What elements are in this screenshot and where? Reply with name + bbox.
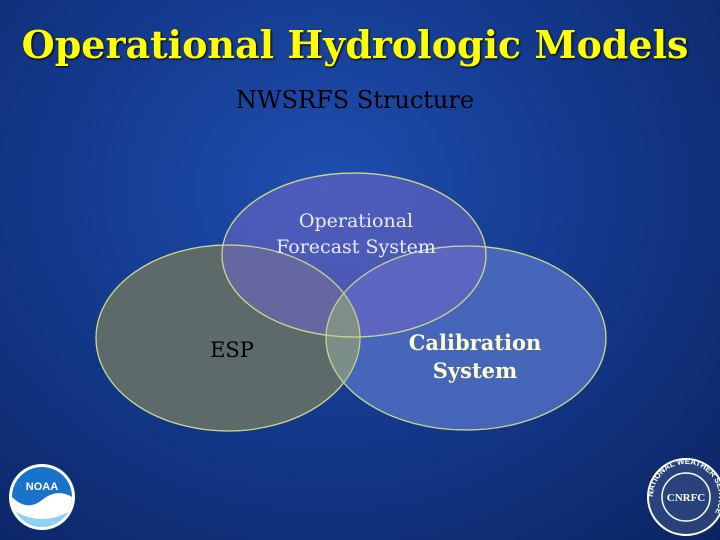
esp-label: ESP	[210, 338, 254, 362]
calibration-label-line2: System	[433, 358, 517, 383]
slide-title: Operational Hydrologic Models	[21, 22, 689, 67]
calibration-label-line1: Calibration	[409, 330, 542, 355]
nws-cnrfc-logo-icon: NATIONAL WEATHER SERVICE CNRFC	[646, 457, 720, 536]
ofs-label-line2: Forecast System	[276, 236, 436, 258]
cnrfc-logo-text: CNRFC	[667, 492, 706, 504]
ofs-label-line1: Operational	[299, 210, 413, 232]
noaa-logo-text: NOAA	[26, 481, 58, 493]
slide-subtitle: NWSRFS Structure	[235, 86, 475, 114]
noaa-logo-icon: NOAA	[9, 464, 75, 530]
